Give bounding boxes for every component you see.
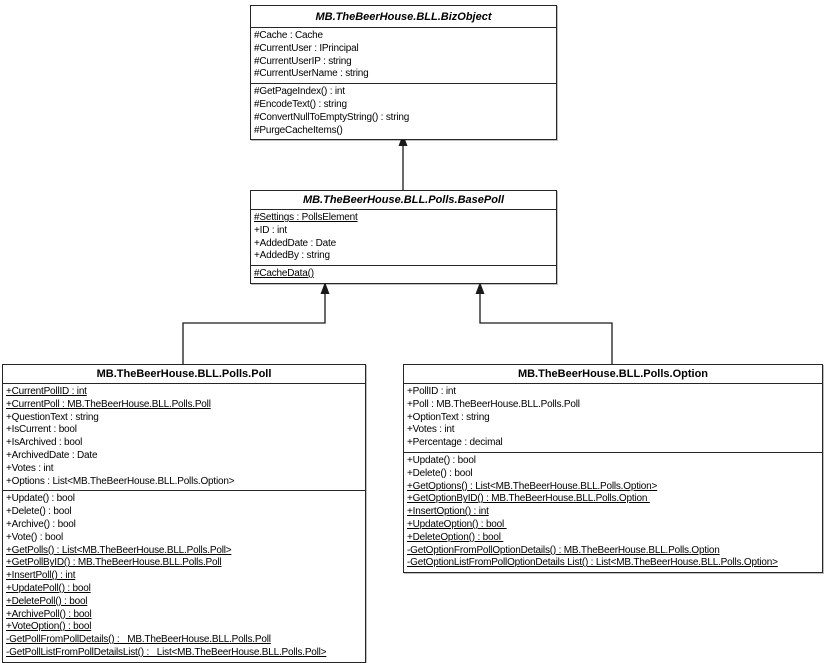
class-box-basepoll: MB.TheBeerHouse.BLL.Polls.BasePoll #Sett… — [250, 190, 557, 284]
member-row: +UpdatePoll() : bool — [6, 582, 91, 594]
member-row: +Poll : MB.TheBeerHouse.BLL.Polls.Poll — [407, 398, 580, 410]
member-row: +CurrentPollID : int — [6, 386, 87, 397]
member-row: -GetPollListFromPollDetailsList() : List… — [6, 646, 327, 658]
member-row: +IsArchived : bool — [6, 437, 83, 449]
methods-section-bizobject: #GetPageIndex() : int#EncodeText() : str… — [251, 83, 556, 139]
attributes-section-bizobject: #Cache : Cache#CurrentUser : IPrincipal#… — [251, 28, 556, 83]
member-row: #ConvertNullToEmptyString() : string — [254, 111, 410, 123]
member-row: #CurrentUserName : string — [254, 68, 369, 80]
member-row: +AddedDate : Date — [254, 237, 336, 249]
member-row: +InsertOption() : int — [407, 506, 489, 518]
member-row: +GetPollByID() : MB.TheBeerHouse.BLL.Pol… — [6, 557, 222, 569]
member-row: +QuestionText : string — [6, 411, 99, 423]
member-row: #PurgeCacheItems() — [254, 124, 343, 136]
member-row: +GetOptions() : List<MB.TheBeerHouse.BLL… — [407, 480, 658, 492]
member-row: +InsertPoll() : int — [6, 570, 76, 582]
member-row: +Vote() : bool — [6, 531, 63, 543]
member-row: +DeletePoll() : bool — [6, 595, 88, 607]
class-box-option: MB.TheBeerHouse.BLL.Polls.Option +PollID… — [403, 364, 823, 574]
methods-section-basepoll: #CacheData() — [251, 265, 556, 283]
member-row: +Options : List<MB.TheBeerHouse.BLL.Poll… — [6, 475, 235, 487]
inheritance-arrow-basepoll-to-bizobject — [398, 134, 408, 190]
member-row: +ID : int — [254, 224, 287, 236]
attributes-section-option: +PollID : int+Poll : MB.TheBeerHouse.BLL… — [404, 384, 822, 452]
member-row: #Settings : PollsElement — [254, 212, 358, 223]
member-row: +CurrentPoll : MB.TheBeerHouse.BLL.Polls… — [6, 398, 211, 410]
member-row: #CacheData() — [254, 268, 314, 280]
member-row: -GetPollFromPollDetails() : MB.TheBeerHo… — [6, 634, 271, 646]
member-row: +PollID : int — [407, 386, 456, 397]
attributes-section-basepoll: #Settings : PollsElement+ID : int+AddedD… — [251, 210, 556, 265]
member-row: +Update() : bool — [6, 493, 75, 505]
methods-section-poll: +Update() : bool+Delete() : bool+Archive… — [3, 490, 365, 661]
member-row: +GetPolls() : List<MB.TheBeerHouse.BLL.P… — [6, 544, 232, 556]
member-row: #EncodeText() : string — [254, 98, 347, 110]
class-box-bizobject: MB.TheBeerHouse.BLL.BizObject #Cache : C… — [250, 5, 557, 141]
member-row: +Votes : int — [407, 424, 455, 436]
arrowhead-icon — [320, 282, 330, 294]
member-row: #GetPageIndex() : int — [254, 86, 345, 98]
member-row: -GetOptionListFromPollOptionDetails List… — [407, 557, 778, 569]
attributes-section-poll: +CurrentPollID : int+CurrentPoll : MB.Th… — [3, 384, 365, 490]
inheritance-arrow-poll-to-basepoll — [182, 282, 330, 365]
member-row: #Cache : Cache — [254, 30, 323, 41]
member-row: +Delete() : bool — [6, 506, 72, 518]
member-row: +DeleteOption() : bool — [407, 531, 504, 543]
inheritance-arrow-option-to-basepoll — [475, 282, 613, 365]
class-box-poll: MB.TheBeerHouse.BLL.Polls.Poll +CurrentP… — [2, 364, 366, 663]
class-title-bizobject: MB.TheBeerHouse.BLL.BizObject — [251, 6, 556, 28]
member-row: +VoteOption() : bool — [6, 621, 92, 633]
member-row: #CurrentUserIP : string — [254, 55, 352, 67]
methods-section-option: +Update() : bool+Delete() : bool+GetOpti… — [404, 451, 822, 572]
member-row: +Percentage : decimal — [407, 437, 503, 449]
member-row: +GetOptionByID() : MB.TheBeerHouse.BLL.P… — [407, 493, 650, 505]
member-row: +AddedBy : string — [254, 250, 330, 262]
member-row: -GetOptionFromPollOptionDetails() : MB.T… — [407, 544, 720, 556]
member-row: +ArchivedDate : Date — [6, 449, 98, 461]
member-row: +Archive() : bool — [6, 518, 76, 530]
member-row: +ArchivePoll() : bool — [6, 608, 92, 620]
member-row: +Delete() : bool — [407, 467, 473, 479]
member-row: +OptionText : string — [407, 411, 490, 423]
member-row: +UpdateOption() : bool — [407, 518, 507, 530]
member-row: +Votes : int — [6, 462, 54, 474]
member-row: +IsCurrent : bool — [6, 424, 77, 436]
member-row: #CurrentUser : IPrincipal — [254, 42, 359, 54]
member-row: +Update() : bool — [407, 454, 476, 466]
arrowhead-icon — [475, 282, 485, 294]
class-title-poll: MB.TheBeerHouse.BLL.Polls.Poll — [3, 365, 365, 384]
class-title-basepoll: MB.TheBeerHouse.BLL.Polls.BasePoll — [251, 191, 556, 210]
class-title-option: MB.TheBeerHouse.BLL.Polls.Option — [404, 365, 822, 384]
